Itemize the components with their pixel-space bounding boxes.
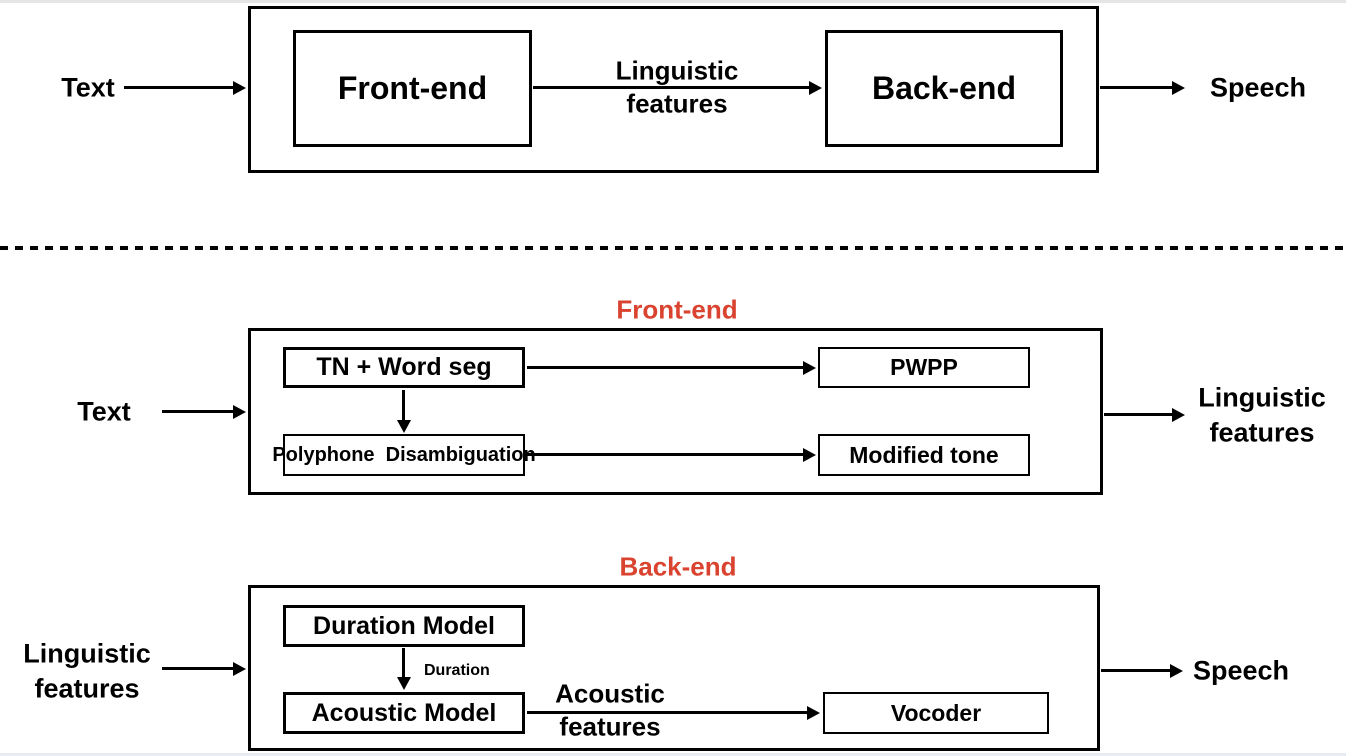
acoustic-model-box: Acoustic Model bbox=[283, 692, 525, 734]
tn-word-seg-label: TN + Word seg bbox=[316, 353, 492, 381]
arrow-acousticmodel-to-vocoder bbox=[527, 706, 820, 720]
frontend-input-label: Text bbox=[77, 396, 131, 427]
backend-input-label: Linguistic features bbox=[23, 638, 151, 703]
arrow-head bbox=[1172, 408, 1185, 422]
arrow-durationmodel-to-acousticmodel bbox=[397, 648, 411, 690]
arrow-head bbox=[397, 420, 411, 433]
frontend-section-title: Front-end bbox=[616, 294, 738, 325]
acoustic-model-label: Acoustic Model bbox=[311, 698, 497, 727]
arrow-polyphone-to-modifiedtone bbox=[527, 448, 816, 462]
arrow-shaft bbox=[402, 648, 405, 680]
arrow-shaft bbox=[527, 453, 806, 456]
arrow-linguistic-features-to-backend-box bbox=[162, 662, 246, 676]
arrow-head bbox=[1172, 81, 1185, 95]
arrow-head bbox=[807, 706, 820, 720]
arrow-overview-box-to-speech bbox=[1100, 81, 1185, 95]
dashed-divider bbox=[0, 246, 1346, 250]
acoustic-features-edge-label: Acoustic features bbox=[555, 678, 665, 742]
arrow-frontend-box-to-linguistic-features bbox=[1104, 408, 1185, 422]
pwpp-label: PWPP bbox=[890, 354, 958, 380]
arrow-head bbox=[397, 677, 411, 690]
duration-model-box: Duration Model bbox=[283, 605, 525, 647]
tn-word-seg-box: TN + Word seg bbox=[283, 347, 525, 388]
arrow-shaft bbox=[527, 711, 810, 714]
arrow-head bbox=[233, 405, 246, 419]
backend-output-label: Speech bbox=[1192, 655, 1290, 686]
polyphone-disambiguation-label: Polyphone Disambiguation bbox=[272, 443, 536, 466]
backend-section-title: Back-end bbox=[619, 551, 737, 582]
overview-frontend-box: Front-end bbox=[293, 30, 532, 147]
arrow-shaft bbox=[402, 390, 405, 423]
arrow-shaft bbox=[124, 86, 236, 89]
arrow-tnwordseg-to-polyphone bbox=[397, 390, 411, 433]
pwpp-box: PWPP bbox=[818, 347, 1030, 388]
arrow-head bbox=[803, 361, 816, 375]
arrow-shaft bbox=[162, 667, 236, 670]
arrow-shaft bbox=[1104, 413, 1175, 416]
arrow-text-to-frontend-box bbox=[162, 405, 246, 419]
arrow-head bbox=[803, 448, 816, 462]
bottom-window-edge bbox=[0, 753, 1346, 756]
modified-tone-label: Modified tone bbox=[849, 441, 999, 468]
arrow-shaft bbox=[1100, 86, 1175, 89]
overview-input-label: Text bbox=[61, 72, 115, 103]
arrow-shaft bbox=[533, 86, 812, 89]
arrow-head bbox=[233, 662, 246, 676]
duration-model-label: Duration Model bbox=[313, 611, 495, 640]
overview-backend-box: Back-end bbox=[825, 30, 1063, 147]
polyphone-disambiguation-box: Polyphone Disambiguation bbox=[272, 434, 536, 476]
duration-edge-label: Duration bbox=[424, 662, 490, 679]
frontend-output-label: Linguistic features bbox=[1198, 382, 1326, 447]
modified-tone-box: Modified tone bbox=[818, 434, 1030, 476]
overview-edge-label: Linguistic features bbox=[615, 55, 739, 119]
overview-output-label: Speech bbox=[1209, 72, 1307, 103]
arrow-tnwordseg-to-pwpp bbox=[527, 361, 816, 375]
arrow-frontend-to-backend bbox=[533, 81, 822, 95]
arrow-head bbox=[1170, 664, 1183, 678]
arrow-shaft bbox=[527, 366, 806, 369]
arrow-shaft bbox=[1101, 669, 1173, 672]
overview-frontend-label: Front-end bbox=[337, 70, 488, 106]
vocoder-box: Vocoder bbox=[823, 692, 1049, 734]
top-window-edge bbox=[0, 0, 1346, 3]
arrow-backend-box-to-speech bbox=[1101, 664, 1183, 678]
overview-backend-label: Back-end bbox=[871, 70, 1017, 106]
arrow-head bbox=[233, 81, 246, 95]
vocoder-label: Vocoder bbox=[890, 699, 982, 726]
arrow-shaft bbox=[162, 410, 236, 413]
arrow-text-to-overview-box bbox=[124, 81, 246, 95]
arrow-head bbox=[809, 81, 822, 95]
